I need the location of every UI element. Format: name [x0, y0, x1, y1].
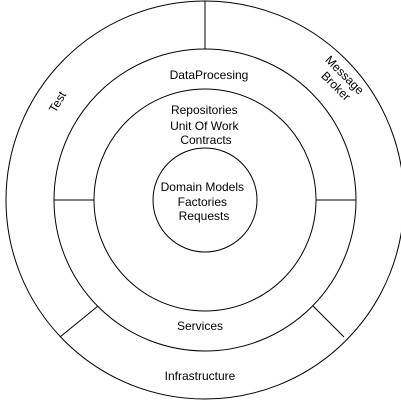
outer-label-infrastructure: Infrastructure: [165, 369, 236, 383]
inner-ring-label: Repositories Unit Of Work Contracts: [170, 103, 242, 147]
core-label: Domain Models Factories Requests: [161, 180, 248, 223]
inner-line-repositories: Repositories: [171, 103, 238, 117]
core-line-domain-models: Domain Models: [161, 180, 244, 194]
inner-line-unit-of-work: Unit Of Work: [170, 119, 239, 133]
middle-label-dataprocesing: DataProcesing: [170, 68, 249, 82]
outer-divider-bottom-right: [312, 305, 345, 338]
core-line-requests: Requests: [179, 209, 230, 223]
core-circle: [152, 147, 258, 253]
inner-line-contracts: Contracts: [180, 133, 231, 147]
core-line-factories: Factories: [178, 195, 227, 209]
middle-label-services: Services: [177, 319, 223, 333]
outer-divider-bottom-left: [59, 305, 99, 338]
